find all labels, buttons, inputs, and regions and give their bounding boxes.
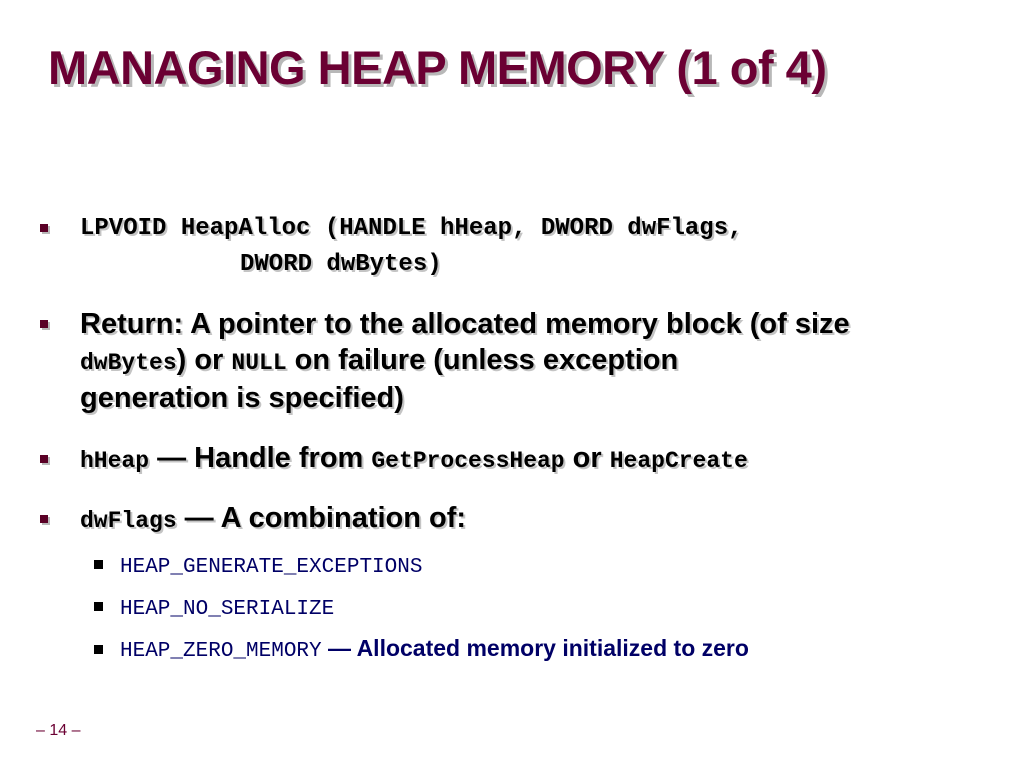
code-hheap: hHeap	[80, 448, 150, 474]
slide-title: MANAGING HEAP MEMORY (1 of 4)	[48, 41, 827, 94]
heapalloc-signature-line2: DWORD dwBytes)	[240, 251, 442, 278]
bullet-marker	[40, 515, 48, 523]
code-heap-zero-memory: HEAP_ZERO_MEMORY	[120, 640, 322, 663]
code-dwbytes: dwBytes	[80, 350, 177, 376]
flag-desc: — Allocated memory initialized to zero	[321, 635, 749, 661]
return-text-or: ) or	[176, 344, 232, 376]
flag-text: HEAP_ZERO_MEMORY — Allocated memory init…	[120, 634, 749, 666]
flag-text: HEAP_GENERATE_EXCEPTIONS	[120, 550, 422, 582]
bullet-marker	[40, 224, 48, 232]
flag-text: HEAP_NO_SERIALIZE	[120, 592, 334, 624]
return-line3: generation is specified)	[80, 382, 404, 414]
hheap-line: hHeap — Handle from GetProcessHeap or He…	[80, 440, 748, 479]
return-line2: dwBytes) or NULL on failure (unless exce…	[80, 342, 678, 381]
return-text-failure: on failure (unless exception	[286, 344, 679, 376]
code-heap-generate-exceptions: HEAP_GENERATE_EXCEPTIONS	[120, 556, 423, 579]
code-heap-no-serialize: HEAP_NO_SERIALIZE	[120, 598, 335, 621]
code-null: NULL	[231, 350, 287, 376]
sub-bullet-marker	[94, 560, 103, 569]
hheap-text-or: or	[564, 442, 610, 474]
code-getprocessheap: GetProcessHeap	[371, 448, 565, 474]
code-dwflags: dwFlags	[80, 508, 177, 534]
return-line1: Return: A pointer to the allocated memor…	[80, 308, 850, 340]
hheap-text: — Handle from	[149, 442, 372, 474]
bullet-marker	[40, 320, 48, 328]
sub-bullet-marker	[94, 645, 103, 654]
bullet-marker	[40, 455, 48, 463]
code-heapcreate: HeapCreate	[609, 448, 748, 474]
dwflags-line: dwFlags — A combination of:	[80, 500, 466, 539]
heapalloc-signature-line1: LPVOID HeapAlloc (HANDLE hHeap, DWORD dw…	[80, 215, 743, 242]
sub-bullet-marker	[94, 602, 103, 611]
page-number: – 14 –	[36, 722, 81, 739]
dwflags-text: — A combination of:	[176, 502, 467, 534]
